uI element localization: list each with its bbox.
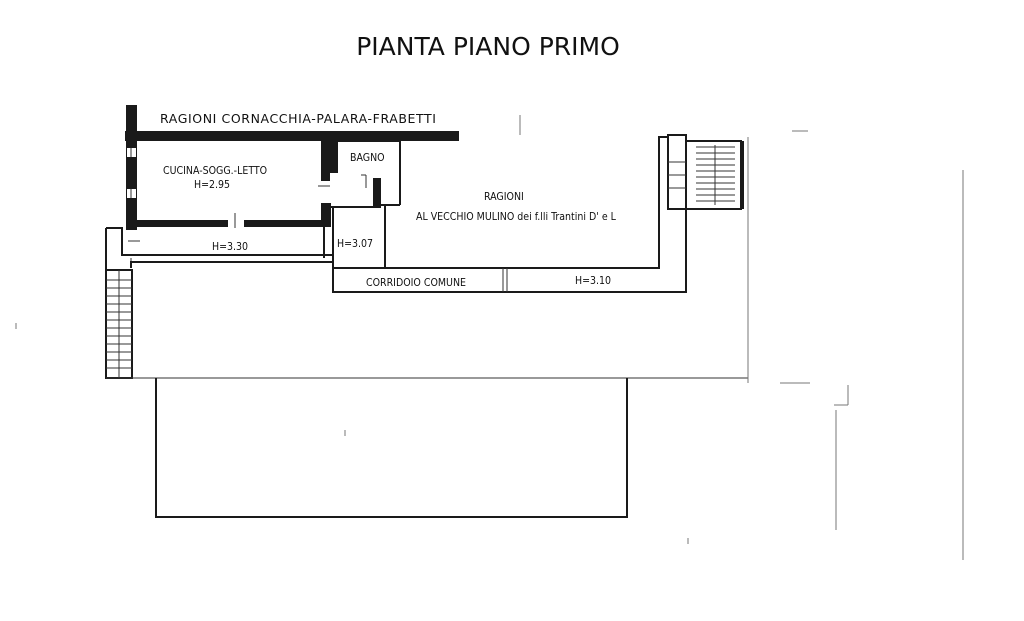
height-310-label: H=3.10	[575, 275, 611, 287]
right-unit-outline	[384, 136, 668, 269]
bath-left-wall-lower	[321, 203, 331, 227]
neighbor-top-label: RAGIONI CORNACCHIA-PALARA-FRABETTI	[160, 111, 437, 126]
bath-inner-wall	[330, 141, 338, 173]
height-330-label: H=3.30	[212, 241, 248, 253]
left-wall	[126, 105, 137, 230]
lower-footprint	[155, 378, 628, 518]
kitchen-bottom-wall-left	[133, 220, 228, 227]
neighbor-right-label-1: RAGIONI	[484, 191, 524, 203]
right-staircase	[667, 134, 744, 210]
height-307-label: H=3.07	[337, 238, 373, 250]
kitchen-bottom-wall-right	[244, 220, 328, 227]
bath-door-jamb	[373, 178, 381, 208]
left-staircase	[105, 269, 133, 379]
room-kitchen-label: CUCINA-SOGG.-LETTO	[163, 165, 267, 177]
room-bath-label: BAGNO	[350, 152, 385, 164]
room-kitchen-height: H=2.95	[194, 179, 230, 191]
corridor-label: CORRIDOIO COMUNE	[366, 277, 466, 289]
neighbor-right-label-2: AL VECCHIO MULINO dei f.lli Trantini D' …	[416, 211, 617, 223]
plan-title: PIANTA PIANO PRIMO	[356, 32, 620, 61]
landing-outline	[106, 227, 333, 256]
bath-left-wall	[321, 141, 330, 181]
corridor-outline	[332, 207, 687, 293]
top-wall	[125, 131, 459, 141]
